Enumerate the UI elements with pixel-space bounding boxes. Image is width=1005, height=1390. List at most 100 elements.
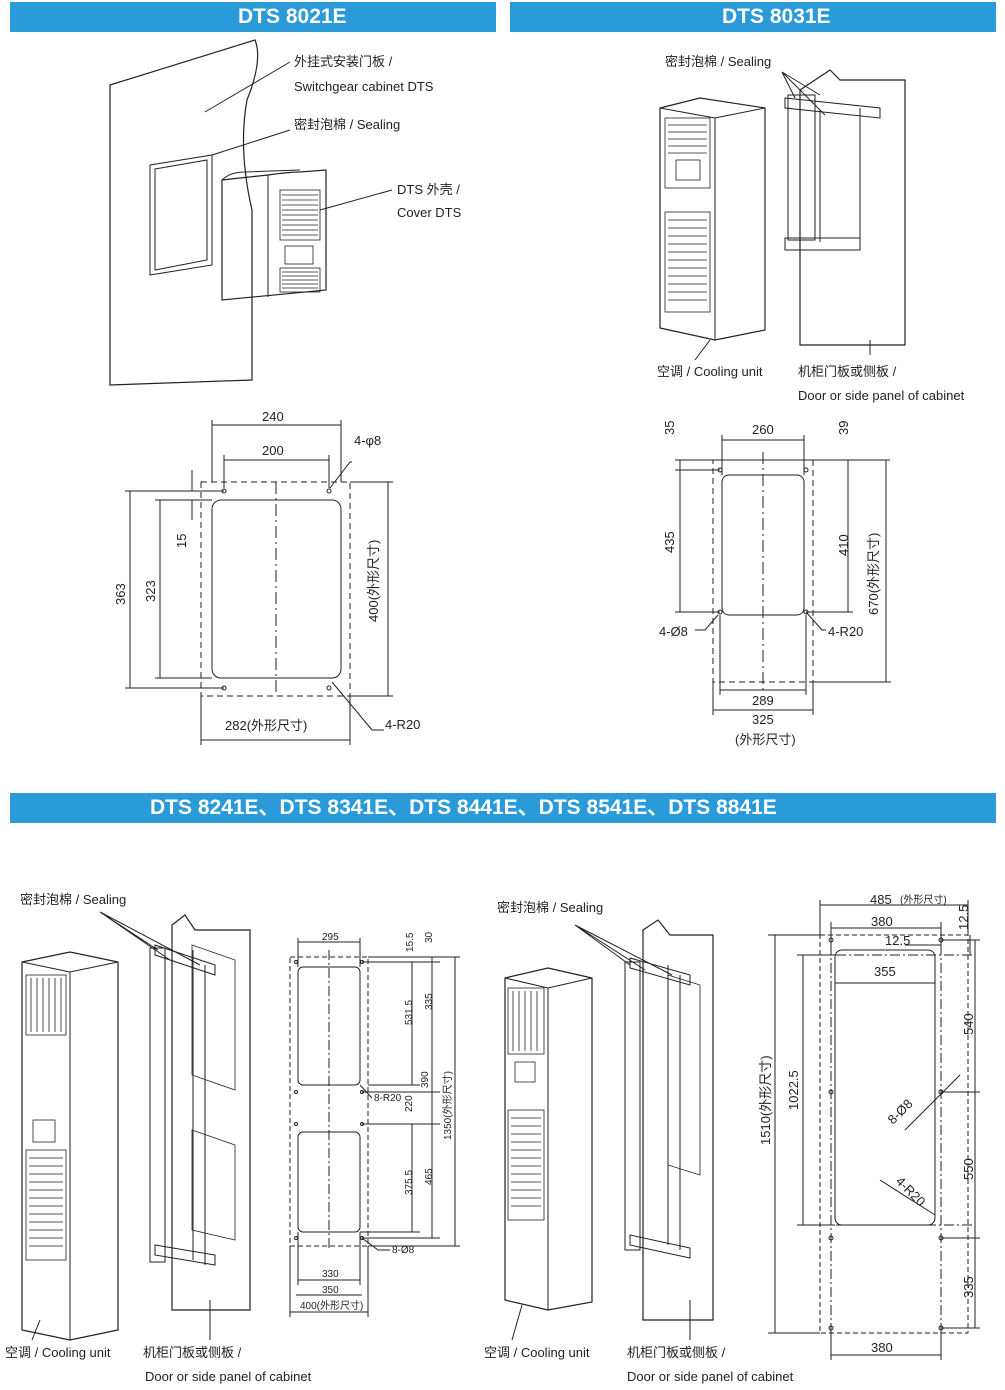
dim-39: 39 xyxy=(836,421,851,435)
dim-390: 390 xyxy=(420,1071,431,1088)
dim-335: 335 xyxy=(424,993,435,1010)
dim-outline: (外形尺寸) xyxy=(735,732,796,747)
vent-grille xyxy=(664,117,711,313)
dim-550: 550 xyxy=(961,1158,976,1180)
cabinet-door-panel xyxy=(171,914,251,1311)
label-sealing: 密封泡棉 / Sealing xyxy=(665,54,771,69)
dim-465: 465 xyxy=(424,1168,435,1185)
dim-325: 325 xyxy=(752,712,774,727)
dim-335: 335 xyxy=(961,1276,976,1298)
dim-531-5: 531.5 xyxy=(404,1000,415,1025)
vent-grille xyxy=(279,189,321,293)
dts8241-right-isometric xyxy=(504,919,714,1341)
dim-363: 363 xyxy=(113,583,128,605)
dim-380: 380 xyxy=(871,914,893,929)
dim-330: 330 xyxy=(322,1269,339,1280)
dts8031-isometric xyxy=(659,69,906,361)
dim-289: 289 xyxy=(752,693,774,708)
cabinet-door-panel xyxy=(799,69,906,346)
label-panel-en: Switchgear cabinet DTS xyxy=(294,79,434,94)
label-door: 机柜门板或侧板 / xyxy=(143,1345,242,1360)
label-door: 机柜门板或侧板 / xyxy=(627,1345,726,1360)
dim-485-note: (外形尺寸) xyxy=(900,893,947,906)
dim-12-5-a: 12.5 xyxy=(956,905,971,930)
header-bar-dts8241-series: DTS 8241E、DTS 8341E、DTS 8441E、DTS 8541E、… xyxy=(10,793,996,823)
dim-radius: 4-R20 xyxy=(385,717,420,732)
dim-220: 220 xyxy=(404,1095,415,1112)
dim-15: 15 xyxy=(174,534,189,548)
dim-hole: 8-Ø8 xyxy=(392,1245,415,1256)
leader-line xyxy=(204,61,291,113)
sealing-frame xyxy=(784,94,881,251)
leader-line xyxy=(211,129,291,156)
dim-435: 435 xyxy=(662,531,677,553)
header-title: DTS 8021E xyxy=(238,5,347,28)
dim-240: 240 xyxy=(262,409,284,424)
leader-line xyxy=(31,1319,41,1341)
vent-grille xyxy=(507,987,545,1221)
leader-line xyxy=(694,339,711,361)
sealing-frame xyxy=(149,944,236,1266)
dim-380-bottom: 380 xyxy=(871,1340,893,1355)
dim-30: 30 xyxy=(424,931,435,943)
dim-282: 282(外形尺寸) xyxy=(225,718,307,733)
dim-355: 355 xyxy=(874,964,896,979)
label-door-en: Door or side panel of cabinet xyxy=(627,1369,794,1384)
header-title: DTS 8031E xyxy=(722,5,831,28)
dim-323: 323 xyxy=(143,580,158,602)
label-sealing: 密封泡棉 / Sealing xyxy=(497,900,603,915)
dts8241-left-cutout xyxy=(289,938,460,1317)
leader-line xyxy=(574,924,673,976)
dim-12-5-b: 12.5 xyxy=(885,933,910,948)
dim-260: 260 xyxy=(752,422,774,437)
dts8241-left-isometric xyxy=(21,911,251,1341)
sealing-frame xyxy=(624,957,701,1259)
leader-line xyxy=(319,189,393,211)
cabinet-door-panel xyxy=(642,919,714,1321)
dim-410: 410 xyxy=(836,534,851,556)
cover-dts xyxy=(221,169,327,301)
dim-670: 670(外形尺寸) xyxy=(866,533,881,615)
label-cooling-unit: 空调 / Cooling unit xyxy=(5,1345,111,1360)
dim-15-5: 15.5 xyxy=(405,932,416,952)
sealing-frame xyxy=(149,154,213,276)
label-cover: DTS 外壳 / xyxy=(397,182,460,197)
dim-375-5: 375.5 xyxy=(404,1170,415,1195)
dim-hole: 8-Ø8 xyxy=(885,1096,916,1127)
dim-1022-5: 1022.5 xyxy=(786,1070,801,1110)
dim-35: 35 xyxy=(662,421,677,435)
dim-350: 350 xyxy=(322,1285,339,1296)
label-panel: 外挂式安装门板 / xyxy=(294,54,393,69)
label-sealing: 密封泡棉 / Sealing xyxy=(294,117,400,132)
label-door-en: Door or side panel of cabinet xyxy=(798,388,965,403)
header-bar-dts8031: DTS 8031E xyxy=(510,2,996,32)
dim-400: 400(外形尺寸) xyxy=(300,1299,363,1312)
leader-line xyxy=(99,911,201,966)
dim-hole: 4-φ8 xyxy=(354,433,381,448)
dim-540: 540 xyxy=(961,1013,976,1035)
label-sealing: 密封泡棉 / Sealing xyxy=(20,892,126,907)
cabinet-door-panel xyxy=(109,39,259,386)
dim-radius: 4-R20 xyxy=(828,624,863,639)
header-title: DTS 8241E、DTS 8341E、DTS 8441E、DTS 8541E、… xyxy=(150,796,777,819)
label-cooling-unit: 空调 / Cooling unit xyxy=(484,1345,590,1360)
dts8241-right-cutout xyxy=(768,900,980,1360)
dim-radius: 8-R20 xyxy=(374,1093,402,1104)
label-cover-en: Cover DTS xyxy=(397,205,462,220)
label-door-en: Door or side panel of cabinet xyxy=(145,1369,312,1384)
dim-hole: 4-Ø8 xyxy=(659,624,688,639)
dim-295: 295 xyxy=(322,932,339,943)
cooling-unit xyxy=(659,97,766,341)
leader-line xyxy=(781,71,826,116)
header-bar-dts8021: DTS 8021E xyxy=(10,2,496,32)
label-cooling-unit: 空调 / Cooling unit xyxy=(657,364,763,379)
cooling-unit xyxy=(21,951,119,1341)
dts8031-cutout xyxy=(675,435,891,715)
dts8021-cutout xyxy=(125,420,393,745)
dim-485: 485 xyxy=(870,892,892,907)
vent-grille xyxy=(25,974,67,1261)
dim-200: 200 xyxy=(262,443,284,458)
dts8021-isometric xyxy=(109,39,393,386)
leader-line xyxy=(511,1304,523,1341)
